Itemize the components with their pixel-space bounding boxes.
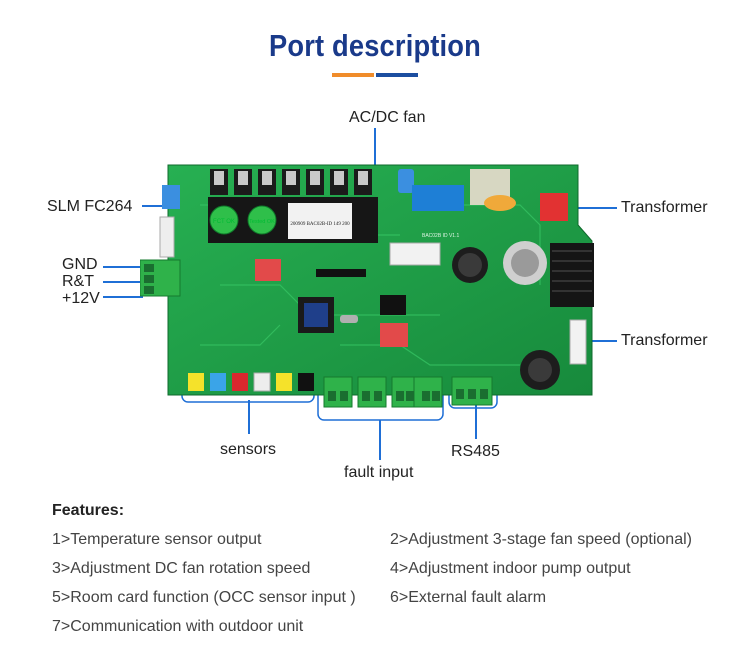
leader-rs485 — [475, 405, 477, 439]
tested-ok-sticker — [247, 205, 277, 235]
tested-ok-text: Tested OK — [249, 219, 275, 225]
leader-transformer-top — [575, 207, 617, 209]
model-sticker — [288, 203, 352, 239]
label-slm-fc264: SLM FC264 — [47, 198, 133, 215]
leader-sensors — [248, 400, 250, 434]
title-underline-blue — [376, 73, 418, 77]
leader-rt — [103, 281, 143, 283]
label-sensors: sensors — [220, 441, 277, 458]
label-12v: +12V — [62, 290, 100, 307]
feature-item: 2>Adjustment 3-stage fan speed (optional… — [390, 531, 692, 548]
label-transformer-top: Transformer — [621, 199, 708, 216]
feature-item: 4>Adjustment indoor pump output — [390, 560, 631, 577]
label-fault-input: fault input — [344, 464, 414, 481]
features-heading: Features: — [52, 502, 125, 519]
label-rs485: RS485 — [451, 443, 500, 460]
feature-item: 1>Temperature sensor output — [52, 531, 262, 548]
title-underline-orange — [332, 73, 374, 77]
board-silk-text: BAC02B ID V1.1 — [422, 233, 459, 239]
leader-12v — [103, 296, 143, 298]
leader-transformer-bottom — [575, 340, 617, 342]
leader-gnd — [103, 266, 143, 268]
fct-ok-text: FCT OK — [213, 219, 235, 225]
label-gnd: GND — [62, 256, 98, 273]
fct-ok-sticker — [209, 205, 239, 235]
page-title: Port description — [269, 28, 481, 63]
leader-fault-input — [379, 420, 381, 460]
label-transformer-bottom: Transformer — [621, 332, 708, 349]
leader-slm — [142, 205, 178, 207]
feature-item: 5>Room card function (OCC sensor input ) — [52, 589, 356, 606]
feature-item: 7>Communication with outdoor unit — [52, 618, 304, 635]
model-sticker-text: 200909 BAC02B-ID 149 200 — [290, 222, 350, 227]
feature-item: 3>Adjustment DC fan rotation speed — [52, 560, 311, 577]
feature-item: 6>External fault alarm — [390, 589, 547, 606]
circuit-board: FCT OK Tested OK 200909 BAC02B-ID 149 20… — [140, 164, 594, 408]
label-rt: R&T — [62, 273, 94, 290]
label-acdc-fan: AC/DC fan — [349, 109, 426, 126]
sensor-connectors — [188, 372, 314, 392]
leader-acdc-fan — [374, 128, 376, 180]
